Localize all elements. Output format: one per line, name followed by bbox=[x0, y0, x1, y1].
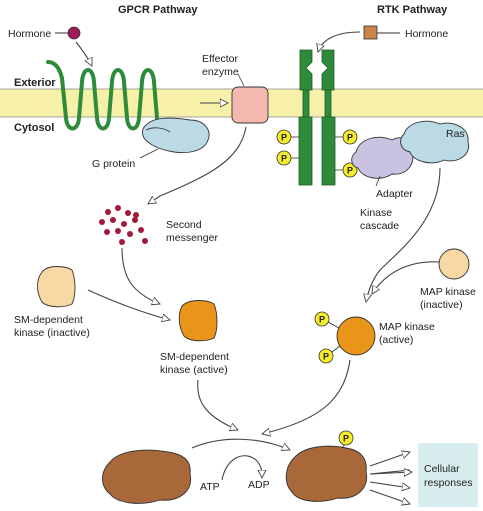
phosphate-icon bbox=[342, 162, 358, 178]
substrate-protein bbox=[102, 449, 192, 504]
phosphate-label: P bbox=[343, 434, 349, 444]
phosphate-icon bbox=[276, 150, 292, 166]
hormone-left-icon bbox=[67, 26, 81, 40]
adapter-protein bbox=[351, 136, 414, 179]
gpcr-pathway-header: GPCR Pathway bbox=[118, 4, 198, 16]
sm-active-label-line1: SM-dependent bbox=[160, 351, 229, 363]
ras-label: Ras bbox=[446, 128, 465, 140]
substrate-to-product-arrow bbox=[191, 438, 290, 450]
map-kinase-active bbox=[336, 316, 376, 356]
effector-label-line1: Effector bbox=[202, 53, 238, 65]
kinase-cascade-label-line2: cascade bbox=[360, 220, 399, 232]
hormone-right-icon bbox=[363, 25, 378, 40]
g-protein-leader bbox=[139, 148, 159, 159]
kinase-cascade-label-line1: Kinase bbox=[360, 207, 392, 219]
g-protein-label: G protein bbox=[92, 158, 135, 170]
map-inactive-label-line2: (inactive) bbox=[420, 299, 463, 311]
adapter-label: Adapter bbox=[376, 188, 413, 200]
effector-leader bbox=[237, 73, 245, 87]
svg-text:P: P bbox=[281, 133, 287, 143]
sm-kinase-inactive bbox=[37, 266, 76, 308]
second-messenger-dots bbox=[99, 205, 148, 245]
phosphate-icon bbox=[318, 348, 334, 364]
effector-to-messenger-arrow bbox=[148, 126, 247, 204]
adp-label: ADP bbox=[248, 479, 270, 491]
cytosol-label: Cytosol bbox=[14, 122, 54, 134]
phosphate-label: P bbox=[323, 352, 329, 362]
map-inactive-label-line1: MAP kinase bbox=[420, 286, 476, 298]
map-kinase-inactive bbox=[438, 248, 470, 280]
messenger-to-sm-arrow bbox=[121, 247, 160, 304]
hormone-binding-arrow-left bbox=[75, 41, 93, 66]
map-phosphate-leader-2 bbox=[331, 345, 341, 353]
sm-inactive-label-line1: SM-dependent bbox=[14, 314, 83, 326]
effector-enzyme bbox=[231, 86, 269, 124]
phosphate-label: P bbox=[319, 315, 325, 325]
sm-inactive-to-active-arrow bbox=[87, 289, 170, 320]
second-messenger-label-line1: Second bbox=[166, 219, 202, 231]
svg-text:P: P bbox=[347, 133, 353, 143]
ras-protein bbox=[400, 120, 470, 164]
hormone-binding-arrow-right bbox=[318, 31, 361, 52]
cellular-label-line2: responses bbox=[424, 477, 472, 489]
sm-to-reaction-arrow bbox=[197, 379, 238, 430]
map-active-label-line1: MAP kinase bbox=[379, 321, 435, 333]
rtk-pathway-header: RTK Pathway bbox=[377, 4, 448, 16]
adapter-leader bbox=[375, 175, 381, 187]
cellular-label-line1: Cellular bbox=[424, 463, 460, 475]
map-phosphate-leader-1 bbox=[327, 321, 340, 329]
phosphate-icon bbox=[342, 129, 358, 145]
kinase-cascade-arrow bbox=[366, 167, 441, 302]
gpcr-receptor bbox=[46, 60, 159, 131]
cellular-responses-box bbox=[418, 443, 478, 507]
phosphorylated-protein bbox=[285, 445, 368, 502]
phosphate-icon bbox=[314, 311, 330, 327]
atp-to-adp-arrow bbox=[221, 455, 262, 481]
svg-text:P: P bbox=[347, 166, 353, 176]
hormone-left-label: Hormone bbox=[8, 28, 51, 40]
rtk-phosphates: P P P P bbox=[276, 129, 358, 178]
map-active-label-line2: (active) bbox=[379, 334, 413, 346]
svg-text:P: P bbox=[281, 154, 287, 164]
effector-label-line2: enzyme bbox=[202, 66, 239, 78]
sm-active-label-line2: kinase (active) bbox=[160, 364, 228, 376]
exterior-label: Exterior bbox=[14, 77, 56, 89]
response-arrows bbox=[369, 452, 412, 504]
atp-label: ATP bbox=[200, 481, 220, 493]
phosphate-icon bbox=[338, 430, 354, 446]
phosphate-icon bbox=[276, 129, 292, 145]
g-protein bbox=[141, 117, 210, 154]
sm-inactive-label-line2: kinase (inactive) bbox=[14, 327, 90, 339]
map-inactive-to-active-arrow bbox=[372, 261, 441, 294]
sm-kinase-active bbox=[178, 300, 218, 342]
g-protein-subunit-line bbox=[145, 127, 171, 133]
second-messenger-label-line2: messenger bbox=[166, 232, 218, 244]
hormone-right-label: Hormone bbox=[405, 28, 448, 40]
map-to-reaction-arrow bbox=[262, 359, 351, 434]
rtk-receptor bbox=[298, 49, 336, 186]
